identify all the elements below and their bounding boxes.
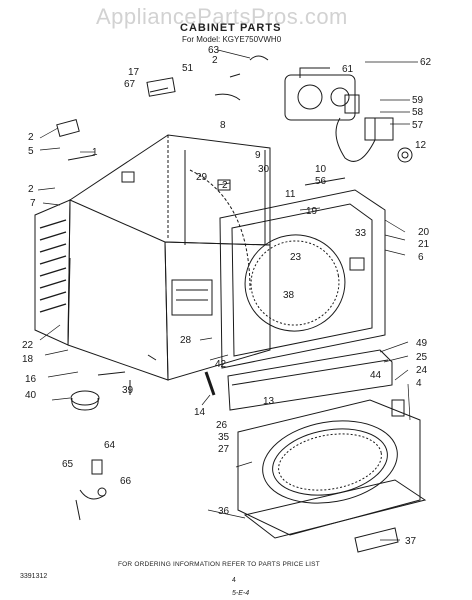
watermark: AppliancePartsPros.com (96, 4, 348, 29)
callout-39: 39 (122, 385, 134, 396)
callout-8: 8 (220, 120, 226, 131)
callout-2: 2 (212, 55, 218, 66)
callout-16: 16 (25, 374, 37, 385)
motor-assembly (284, 67, 360, 121)
callout-22: 22 (22, 340, 34, 351)
callout-7: 7 (30, 198, 36, 209)
callout-13: 13 (263, 396, 275, 407)
callout-2: 2 (222, 180, 228, 191)
callout-10: 10 (315, 164, 327, 175)
callout-12: 12 (415, 140, 427, 151)
callout-19: 19 (306, 206, 318, 217)
cabinet-body (67, 134, 271, 381)
side-panel (34, 199, 71, 346)
callout-11: 11 (285, 189, 296, 200)
callout-49: 49 (416, 338, 428, 349)
callout-62: 62 (420, 57, 432, 68)
callout-25: 25 (416, 352, 428, 363)
callout-59: 59 (412, 95, 424, 106)
callout-4: 4 (416, 378, 422, 389)
callout-42: 42 (215, 359, 227, 370)
model-number: For Model: KGYE750VWH0 (182, 35, 282, 44)
leader-lines (37, 49, 418, 541)
callout-17: 17 (128, 67, 140, 78)
callout-44: 44 (370, 370, 382, 381)
callout-67: 67 (124, 79, 136, 90)
callout-2: 2 (28, 184, 34, 195)
diagram-title: CABINET PARTS (180, 22, 282, 34)
callout-28: 28 (180, 335, 192, 346)
callout-26: 26 (216, 420, 228, 431)
callout-20: 20 (418, 227, 430, 238)
callout-5: 5 (28, 146, 34, 157)
callout-27: 27 (218, 444, 230, 455)
blower-housing (171, 279, 213, 316)
callout-56: 56 (315, 176, 327, 187)
page-number: 4 (232, 577, 236, 584)
door-panel (243, 479, 427, 553)
callout-6: 6 (418, 252, 424, 263)
drum-outline (189, 169, 251, 291)
callout-36: 36 (218, 506, 230, 517)
sheet-number: 5-E-4 (232, 590, 250, 597)
callout-66: 66 (120, 476, 132, 487)
callout-57: 57 (412, 120, 424, 131)
callout-38: 38 (283, 290, 295, 301)
callout-labels: 63 2 51 17 67 61 62 8 59 58 57 12 2 5 1 … (22, 45, 432, 547)
top-hardware (56, 55, 269, 191)
callout-37: 37 (405, 536, 417, 547)
callout-33: 33 (355, 228, 367, 239)
callout-61: 61 (342, 64, 354, 75)
callout-40: 40 (25, 390, 37, 401)
callout-9: 9 (255, 150, 261, 161)
loose-parts (70, 354, 216, 521)
callout-65: 65 (62, 459, 74, 470)
callout-29: 29 (196, 172, 208, 183)
toe-panel (227, 349, 393, 411)
callout-35: 35 (218, 432, 230, 443)
document-code: 3391312 (20, 573, 48, 580)
callout-21: 21 (418, 239, 430, 250)
callout-51: 51 (182, 63, 194, 74)
front-panel (219, 177, 386, 369)
callout-63: 63 (208, 45, 220, 56)
callout-18: 18 (22, 354, 34, 365)
callout-14: 14 (194, 407, 206, 418)
callout-24: 24 (416, 365, 428, 376)
callout-58: 58 (412, 107, 424, 118)
callout-2: 2 (28, 132, 34, 143)
callout-23: 23 (290, 252, 302, 263)
burner-bracket (335, 117, 413, 163)
ordering-info: FOR ORDERING INFORMATION REFER TO PARTS … (118, 561, 320, 568)
callout-64: 64 (104, 440, 116, 451)
callout-30: 30 (258, 164, 270, 175)
door-assembly (237, 399, 421, 536)
callout-1: 1 (92, 147, 98, 158)
